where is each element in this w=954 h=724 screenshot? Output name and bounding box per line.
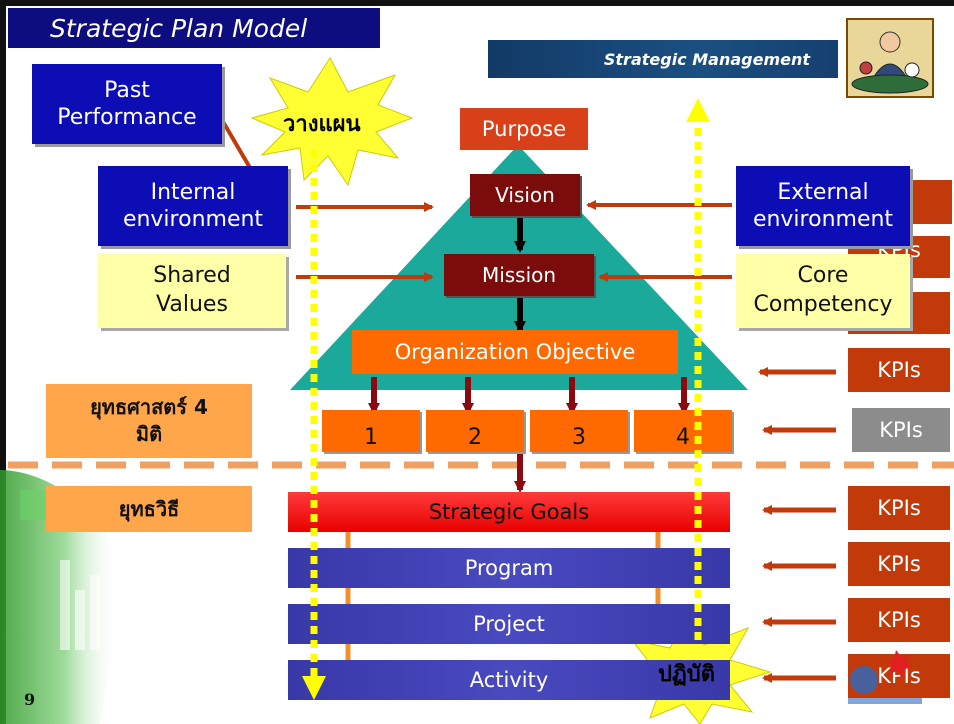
activity-bar: Activity bbox=[288, 660, 730, 700]
kpi-partial-1 bbox=[912, 180, 952, 224]
strategy-box-4: 4 bbox=[634, 410, 732, 452]
mission-box: Mission bbox=[444, 254, 594, 296]
kpi-strategy: KPIs bbox=[852, 408, 950, 452]
page-title: Strategic Plan Model bbox=[8, 8, 380, 48]
business-clipart-icon bbox=[846, 18, 934, 98]
strategic-management-banner: Strategic Management bbox=[488, 40, 838, 78]
external-environment-box: External environment bbox=[736, 166, 910, 246]
program-bar: Program bbox=[288, 548, 730, 588]
organization-logo-icon bbox=[846, 640, 926, 710]
page-number: 9 bbox=[24, 690, 36, 709]
strategy-box-1: 1 bbox=[322, 410, 420, 452]
strategy-4-dimensions-label: ยุทธศาสตร์ 4 มิติ bbox=[46, 384, 252, 458]
project-bar: Project bbox=[288, 604, 730, 644]
kpi-project: KPIs bbox=[848, 598, 950, 642]
plan-label: วางแผน bbox=[283, 112, 361, 137]
past-performance-box: Past Performance bbox=[32, 64, 222, 144]
core-competency-box: Core Competency bbox=[736, 254, 910, 328]
internal-environment-box: Internal environment bbox=[98, 166, 288, 246]
left-border bbox=[0, 0, 6, 724]
vision-box: Vision bbox=[470, 174, 580, 216]
kpi-arrows bbox=[758, 367, 836, 683]
shared-values-box: Shared Values bbox=[98, 254, 286, 328]
kpi-program: KPIs bbox=[848, 542, 950, 586]
do-label: ปฏิบัติ bbox=[658, 662, 715, 687]
kpi-objective: KPIs bbox=[848, 348, 950, 392]
strategic-goals-bar: Strategic Goals bbox=[288, 492, 730, 532]
purpose-box: Purpose bbox=[460, 108, 588, 150]
strategy-box-3: 3 bbox=[530, 410, 628, 452]
kpi-goals: KPIs bbox=[848, 486, 950, 530]
plan-starburst bbox=[250, 57, 414, 187]
top-border bbox=[0, 0, 954, 6]
tactics-label: ยุทธวิธี bbox=[46, 486, 252, 532]
organization-objective-box: Organization Objective bbox=[352, 330, 678, 374]
strategy-box-2: 2 bbox=[426, 410, 524, 452]
